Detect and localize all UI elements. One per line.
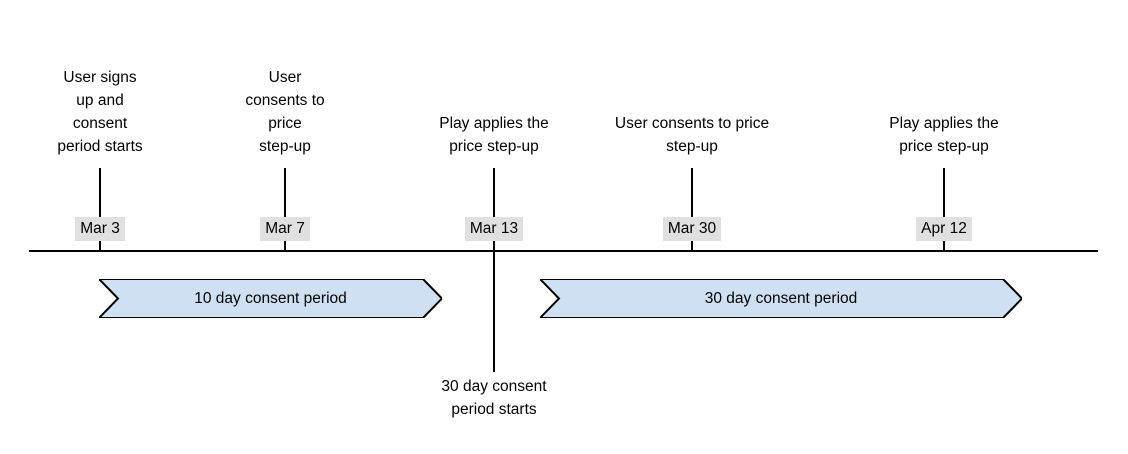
event-tick <box>943 168 945 250</box>
consent-period-band: 30 day consent period <box>540 279 1022 318</box>
consent-period-label: 10 day consent period <box>194 289 347 307</box>
timeline-axis <box>29 250 1098 252</box>
event-label: User signs up and consent period starts <box>57 69 143 155</box>
event-tick <box>99 168 101 250</box>
event-tick <box>691 168 693 250</box>
event-label: Play applies the price step-up <box>439 115 549 155</box>
consent-period-label: 30 day consent period <box>704 289 858 307</box>
bottom-annotation: 30 day consent period starts <box>441 378 547 418</box>
event-label: Play applies the price step-up <box>889 115 999 155</box>
event-tick <box>493 168 495 372</box>
date-chip: Mar 30 <box>662 217 722 241</box>
date-chip: Mar 13 <box>464 217 524 241</box>
event-tick <box>284 168 286 250</box>
date-chip: Apr 12 <box>916 217 972 241</box>
consent-period-band: 10 day consent period <box>99 279 442 318</box>
event-label: User consents to price step-up <box>245 69 325 155</box>
date-chip: Mar 7 <box>260 217 310 241</box>
event-label: User consents to price step-up <box>614 115 770 155</box>
date-chip: Mar 3 <box>75 217 125 241</box>
